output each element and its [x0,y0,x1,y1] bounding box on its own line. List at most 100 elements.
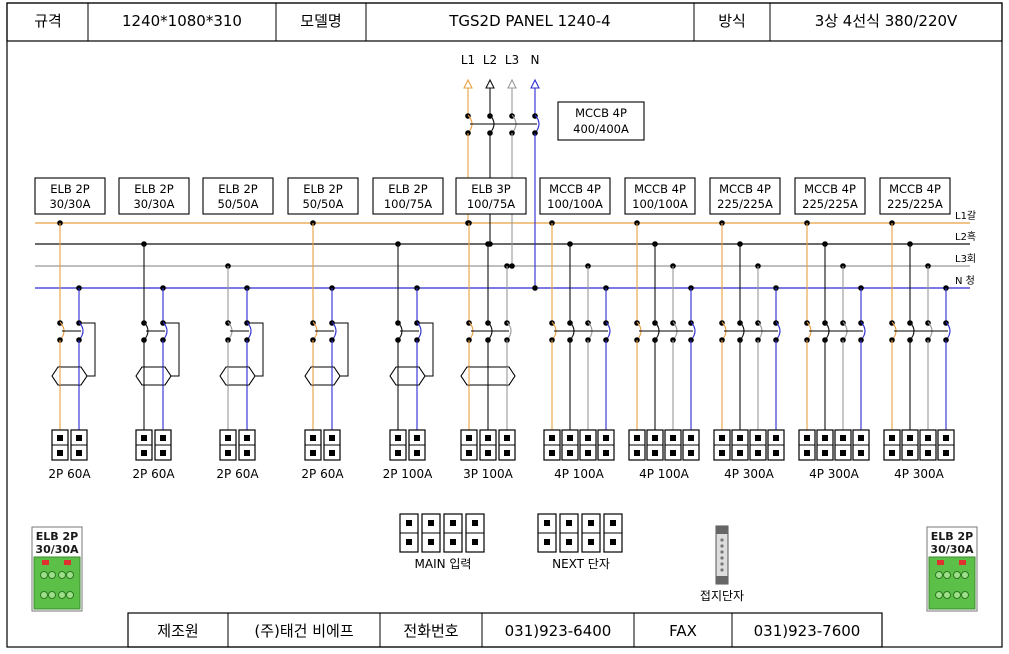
elb-module-body [33,556,81,610]
terminal-screw [588,539,594,545]
bus-junction [509,263,515,269]
terminal-block [154,429,172,461]
branch-rating-5: 100/75A [384,197,432,211]
branch-box-3 [202,177,274,215]
branch-type-6: ELB 3P [471,182,511,196]
ground-screw [720,550,724,554]
terminal-screw [925,450,931,456]
terminal-screw [244,450,250,456]
phone-label: 전화번호 [403,622,458,640]
terminal-label-5: 2P 100A [383,467,434,481]
terminal-block [883,429,901,461]
elb-test-button [959,560,966,565]
terminal-screw [822,450,828,456]
terminal-block [901,429,919,461]
phase-arrow-l2 [485,78,495,89]
branch-type-9: MCCB 4P [719,182,771,196]
terminal-block [51,429,69,461]
terminal-screw [225,450,231,456]
elb-test-button [64,560,71,565]
elb-terminal-screw [935,571,943,579]
bus-label-l1: L1갈 [955,209,976,222]
terminal-screw [943,450,949,456]
ground-screw [720,562,724,566]
terminal-screw [450,539,456,545]
terminal-screw [160,435,166,441]
terminal-screw [719,450,725,456]
spec-label: 규격 [34,12,62,30]
terminal-label-9: 4P 300A [724,467,775,481]
bus-label-l2: L2흑 [955,230,976,243]
terminal-block [479,429,497,461]
terminal-label-8: 4P 100A [639,467,690,481]
model-value: TGS2D PANEL 1240-4 [448,12,610,30]
terminal-screw [472,520,478,526]
spec-value: 1240*1080*310 [122,12,242,30]
branch-box-6 [455,177,527,215]
terminal-screw [603,450,609,456]
terminal-label-11: 4P 300A [894,467,945,481]
branch-box-4 [287,177,359,215]
terminal-screw [603,435,609,441]
terminal-screw [670,435,676,441]
terminal-screw [414,435,420,441]
terminal-label-10: 4P 300A [809,467,860,481]
terminal-block [219,429,237,461]
elb-terminal-screw [40,571,48,579]
branch-box-8 [624,177,696,215]
terminal-block [731,429,749,461]
elb-terminal-screw [66,571,74,579]
terminal-screw [76,450,82,456]
terminal-label-2: 2P 60A [132,467,175,481]
terminal-block [937,429,955,461]
terminal-block [798,429,816,461]
terminal-screw [414,450,420,456]
terminal-block [238,429,256,461]
elb-terminal-screw [48,591,56,599]
branch-box-7 [539,177,611,215]
main-input-terminals [399,513,485,553]
ground-label: 접지단자 [700,589,744,603]
terminal-screw [585,450,591,456]
terminal-screw [652,450,658,456]
elb-terminal-screw [943,571,951,579]
terminal-screw [840,450,846,456]
branch-rating-10: 225/225A [802,197,858,211]
phase-arrow-l1 [463,78,473,89]
terminal-label-4: 2P 60A [301,467,344,481]
terminal-screw [688,450,694,456]
branch-type-2: ELB 2P [134,182,174,196]
terminal-block [498,429,516,461]
branch-box-5 [372,177,444,215]
terminal-screw [755,435,761,441]
main-breaker-box [557,101,645,141]
branch-rating-2: 30/30A [133,197,174,211]
terminal-block [304,429,322,461]
terminal-screw [566,539,572,545]
elb-terminal-screw [935,591,943,599]
elb-terminal-screw [40,591,48,599]
terminal-label-3: 2P 60A [216,467,259,481]
terminal-screw [822,435,828,441]
terminal-screw [544,539,550,545]
terminal-block [408,429,426,461]
terminal-screw [329,450,335,456]
elb-trip-element [51,366,88,386]
terminal-screw [549,450,555,456]
elb-module-type: ELB 2P [36,530,78,543]
terminal-block [70,429,88,461]
terminal-screw [544,520,550,526]
terminal-label-6: 3P 100A [463,467,514,481]
branch-rating-8: 100/100A [632,197,688,211]
elb-terminal-screw [58,571,66,579]
terminal-screw [428,520,434,526]
terminal-block [834,429,852,461]
terminal-screw [889,435,895,441]
phase-label-n: N [531,53,540,67]
terminal-screw [858,450,864,456]
branch-rating-1: 30/30A [49,197,90,211]
phase-label-l1: L1 [461,53,475,67]
elb-terminal-screw [58,591,66,599]
elb-module-rating: 30/30A [930,543,974,556]
